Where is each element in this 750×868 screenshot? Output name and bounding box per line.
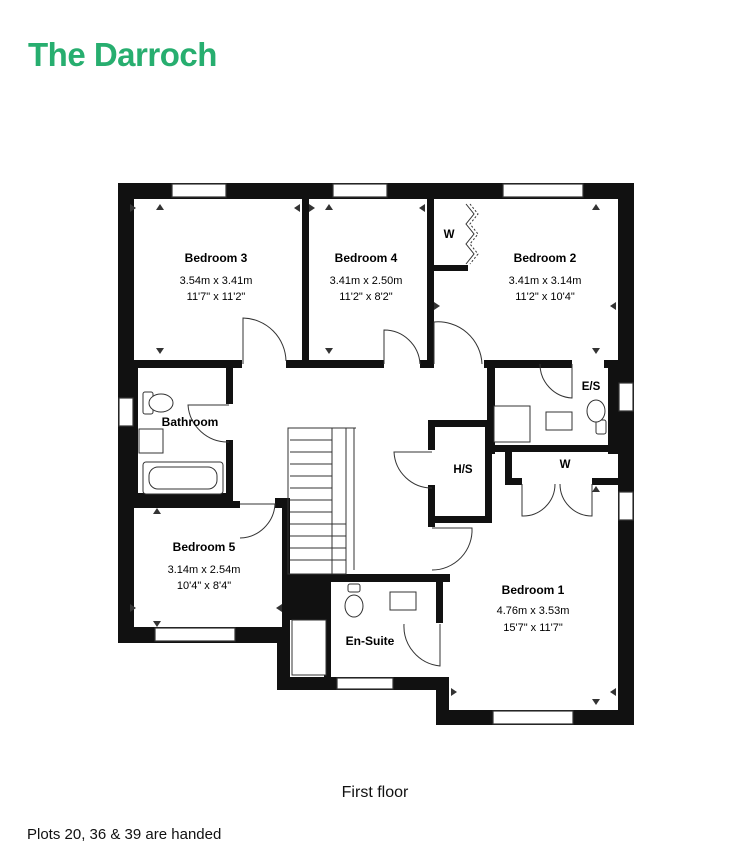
bedroom-3-metric: 3.54m x 3.41m (180, 275, 253, 287)
en-suite-bedroom-2-label: E/S (582, 381, 601, 393)
bedroom-2-metric: 3.41m x 3.14m (509, 275, 582, 287)
hot-store-label: H/S (453, 464, 473, 476)
bedroom-4-name: Bedroom 4 (335, 251, 398, 265)
dimension-arrows (130, 204, 616, 705)
bedroom-4-imperial: 11'2" x 8'2" (339, 291, 392, 303)
stairs (287, 427, 356, 575)
bedroom-1-name: Bedroom 1 (502, 583, 565, 597)
bedroom-4-metric: 3.41m x 2.50m (330, 275, 403, 287)
bedroom-2-name: Bedroom 2 (514, 251, 577, 265)
bedroom-5-metric: 3.14m x 2.54m (168, 564, 241, 576)
wardrobe-bedroom-2-label: W (444, 229, 455, 241)
plan-title: The Darroch (28, 36, 217, 73)
fixtures (138, 391, 607, 676)
handed-plots-note: Plots 20, 36 & 39 are handed (27, 826, 222, 843)
bedroom-2-imperial: 11'2" x 10'4" (515, 291, 575, 303)
bedroom-1-metric: 4.76m x 3.53m (497, 605, 570, 617)
wardrobe-bedroom-1-label: W (560, 459, 571, 471)
bedroom-5-imperial: 10'4" x 8'4" (177, 580, 231, 592)
bedroom-3-imperial: 11'7" x 11'2" (187, 291, 246, 303)
doors (187, 203, 593, 667)
floor-label: First floor (341, 784, 409, 801)
bedroom-1-imperial: 15'7" x 11'7" (503, 622, 563, 634)
bedroom-3-name: Bedroom 3 (185, 251, 248, 265)
en-suite-label: En-Suite (346, 634, 395, 648)
internal-walls (130, 196, 622, 678)
bathroom-label: Bathroom (162, 415, 219, 429)
windows (118, 183, 634, 725)
bedroom-5-name: Bedroom 5 (173, 540, 236, 554)
